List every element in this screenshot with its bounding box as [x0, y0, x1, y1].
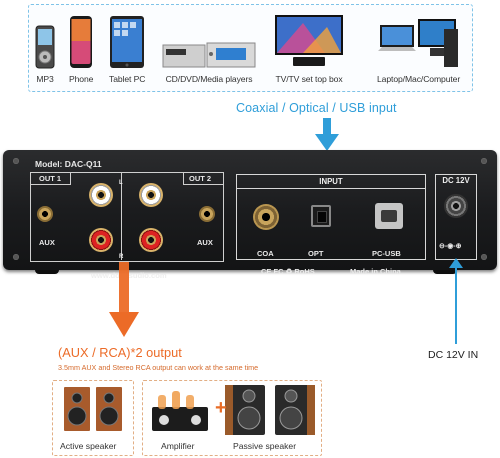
rca-out2-left	[139, 183, 163, 207]
screw	[13, 254, 19, 260]
aux-jack-right	[199, 206, 215, 222]
amplifier-label: Amplifier	[161, 441, 195, 451]
phone-icon	[70, 16, 93, 68]
device-chassis	[3, 150, 497, 270]
arrow-up-icon	[449, 258, 463, 344]
tv-icon	[275, 15, 343, 66]
aux-label-left: AUX	[39, 238, 55, 247]
dc-title: DC 12V	[442, 176, 470, 185]
pcusb-label: PC-USB	[372, 249, 401, 258]
arrow-down-icon	[109, 262, 139, 337]
active-speaker-box: Active speaker	[52, 380, 134, 456]
device-phone: Phone	[69, 11, 93, 84]
input-title: INPUT	[319, 177, 343, 186]
coa-label: COA	[257, 249, 274, 258]
rca-out1-right	[89, 228, 113, 252]
device-label: TV/TV set top box	[275, 74, 343, 84]
device-label: Phone	[69, 74, 94, 84]
dc-power-jack	[444, 194, 468, 218]
amplifier-passive-speaker-box: Amplifier Passive speaker	[142, 380, 322, 456]
mp3-player-icon	[35, 25, 55, 69]
device-label: Tablet PC	[109, 74, 146, 84]
active-speaker-icon	[64, 387, 122, 431]
passive-speaker-label: Passive speaker	[233, 441, 297, 451]
output-title: (AUX / RCA)*2 output	[58, 345, 182, 360]
made-in-label: Made in China	[350, 267, 401, 276]
media-player-icon	[162, 42, 256, 68]
out2-label: OUT 2	[189, 174, 212, 183]
plus-sign: +	[215, 397, 227, 419]
input-divider	[236, 188, 426, 189]
dc-polarity-symbol: ⊖-◉-⊕	[439, 243, 462, 250]
computer-icon	[377, 19, 458, 67]
model-label: Model: DAC-Q11	[35, 159, 102, 169]
output-section	[30, 172, 224, 262]
rca-out2-right	[139, 228, 163, 252]
output-subtitle: 3.5mm AUX and Stereo RCA output can work…	[58, 363, 259, 372]
device-mp3: MP3	[35, 11, 55, 84]
passive-speaker-icon	[225, 385, 315, 435]
arrow-down-icon	[315, 118, 339, 151]
source-devices-panel: MP3 Phone Tablet PC	[28, 4, 473, 92]
screw	[13, 158, 19, 164]
output-divider	[121, 172, 122, 260]
device-label: MP3	[36, 74, 54, 84]
device-computer: Laptop/Mac/Computer	[377, 11, 460, 84]
input-caption: Coaxial / Optical / USB input	[236, 101, 397, 115]
screw	[481, 254, 487, 260]
channel-left-label: L	[119, 180, 123, 186]
rca-out1-left	[89, 183, 113, 207]
dc-in-label: DC 12V IN	[428, 349, 479, 361]
tablet-icon	[110, 16, 145, 68]
input-section	[236, 174, 426, 260]
device-label: CD/DVD/Media players	[165, 74, 253, 84]
amplifier-icon	[152, 391, 208, 431]
certification-marks: CE FC ♻ RoHS	[261, 267, 315, 276]
aux-label-right: AUX	[197, 238, 213, 247]
out1-label: OUT 1	[39, 174, 62, 183]
opt-label: OPT	[308, 249, 324, 258]
dac-device-rear-panel: Model: DAC-Q11 OUT 1 OUT 2 AUX AUX L R w…	[3, 150, 497, 280]
aux-jack-left	[37, 206, 53, 222]
device-media-player: CD/DVD/Media players	[162, 11, 256, 84]
active-speaker-label: Active speaker	[60, 441, 117, 451]
device-tablet: Tablet PC	[109, 11, 145, 84]
coaxial-input-port	[253, 204, 279, 230]
device-tv: TV/TV set top box	[273, 11, 345, 84]
screw	[481, 158, 487, 164]
usb-input-port	[375, 203, 403, 229]
device-label: Laptop/Mac/Computer	[377, 74, 461, 84]
optical-input-port	[311, 205, 331, 227]
channel-right-label: R	[119, 254, 124, 260]
